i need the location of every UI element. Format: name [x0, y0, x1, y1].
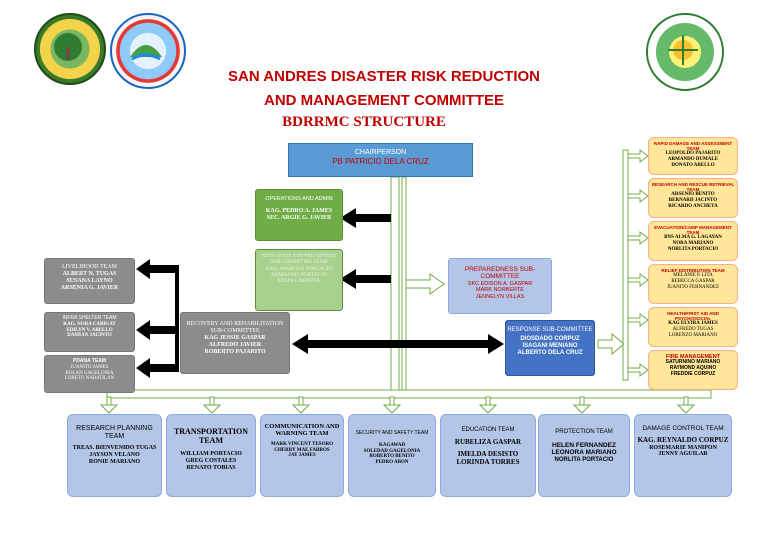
bottom-team-box: PROTECTION TEAM HELEN FERNANDEZ LEONORA …: [538, 414, 630, 497]
response-box: RESPONSE SUB-COMMITTEE DIOSDADO CORPUZ I…: [505, 320, 595, 376]
chairperson-name: PB PATRICIO DELA CRUZ: [332, 157, 429, 167]
science-city-munoz-seal: [646, 13, 724, 91]
right-team-box: RAPID DAMAGE AND ASSESSMENT TEAM LEOPOLD…: [648, 137, 738, 175]
mitigation-box: MITIGATION AND PREVENTION SUB-COMMITTEE …: [255, 249, 343, 311]
right-team-box: RELIEF DISTRIBUTION TEAM MELANIE P. LITA…: [648, 264, 738, 304]
pdana-team-box: PDANA TEAM JUANITO JAMES ROLAN GAGELONIA…: [44, 355, 135, 393]
operations-admin-box: OPERATIONS AND ADMIN KAG. PEDRO A. JAMES…: [255, 189, 343, 241]
preparedness-box: PREPAREDNESS SUB-COMMITTEE SKC EDISON A.…: [448, 258, 552, 314]
infra-shelter-team-box: INFRA SHELTER TEAM KAG. NORA CABIGAT EDI…: [44, 312, 135, 352]
bottom-team-box: RESEARCH PLANNING TEAM TREAS. BIENVENIDO…: [67, 414, 162, 497]
bottom-team-box: TRANSPORTATION TEAM WILLIAM PORTACIO GRE…: [166, 414, 256, 497]
bottom-team-box: SECURITY AND SAFETY TEAM KAGAWAD SOLEDAD…: [348, 414, 436, 497]
right-team-box: RESEARCH AND RESCUE RETRIEVAL TEAM ARSEN…: [648, 178, 738, 218]
chairperson-role: CHAIRPERSON: [354, 149, 407, 156]
drrm-office-logo: [110, 13, 186, 89]
recovery-box: RECOVERY AND REHABILITATION SUB-COMMITTE…: [180, 312, 290, 374]
livelihood-team-box: LIVELIHOOD TEAM ALBERT N. TUGAS SUSANA L…: [44, 258, 135, 304]
right-team-box: HEALTH/FIRST AID AND PSYCHOSOCIAL KAG EL…: [648, 307, 738, 347]
chairperson-box: CHAIRPERSON PB PATRICIO DELA CRUZ: [288, 143, 473, 177]
title-line-3: BDRRMC STRUCTURE: [282, 114, 446, 130]
right-team-box: FIRE MANAGEMENT SATURNINO MARIANO RAYMON…: [648, 350, 738, 390]
bottom-team-box: DAMAGE CONTROL TEAM KAG. REYNALDO CORPUZ…: [634, 414, 732, 497]
title-line-1: SAN ANDRES DISASTER RISK REDUCTION: [228, 68, 540, 85]
bottom-team-box: EDUCATION TEAM RUBELIZA GASPAR IMELDA DE…: [440, 414, 536, 497]
title-line-2: AND MANAGEMENT COMMITTEE: [264, 92, 504, 109]
barangay-seal-logo: [34, 13, 106, 85]
bottom-team-box: COMMUNICATION AND WARNING TEAM MARK VINC…: [260, 414, 344, 497]
right-team-box: EVACUATION/CAMP MANAGEMENT TEAM BNS ALMA…: [648, 221, 738, 261]
